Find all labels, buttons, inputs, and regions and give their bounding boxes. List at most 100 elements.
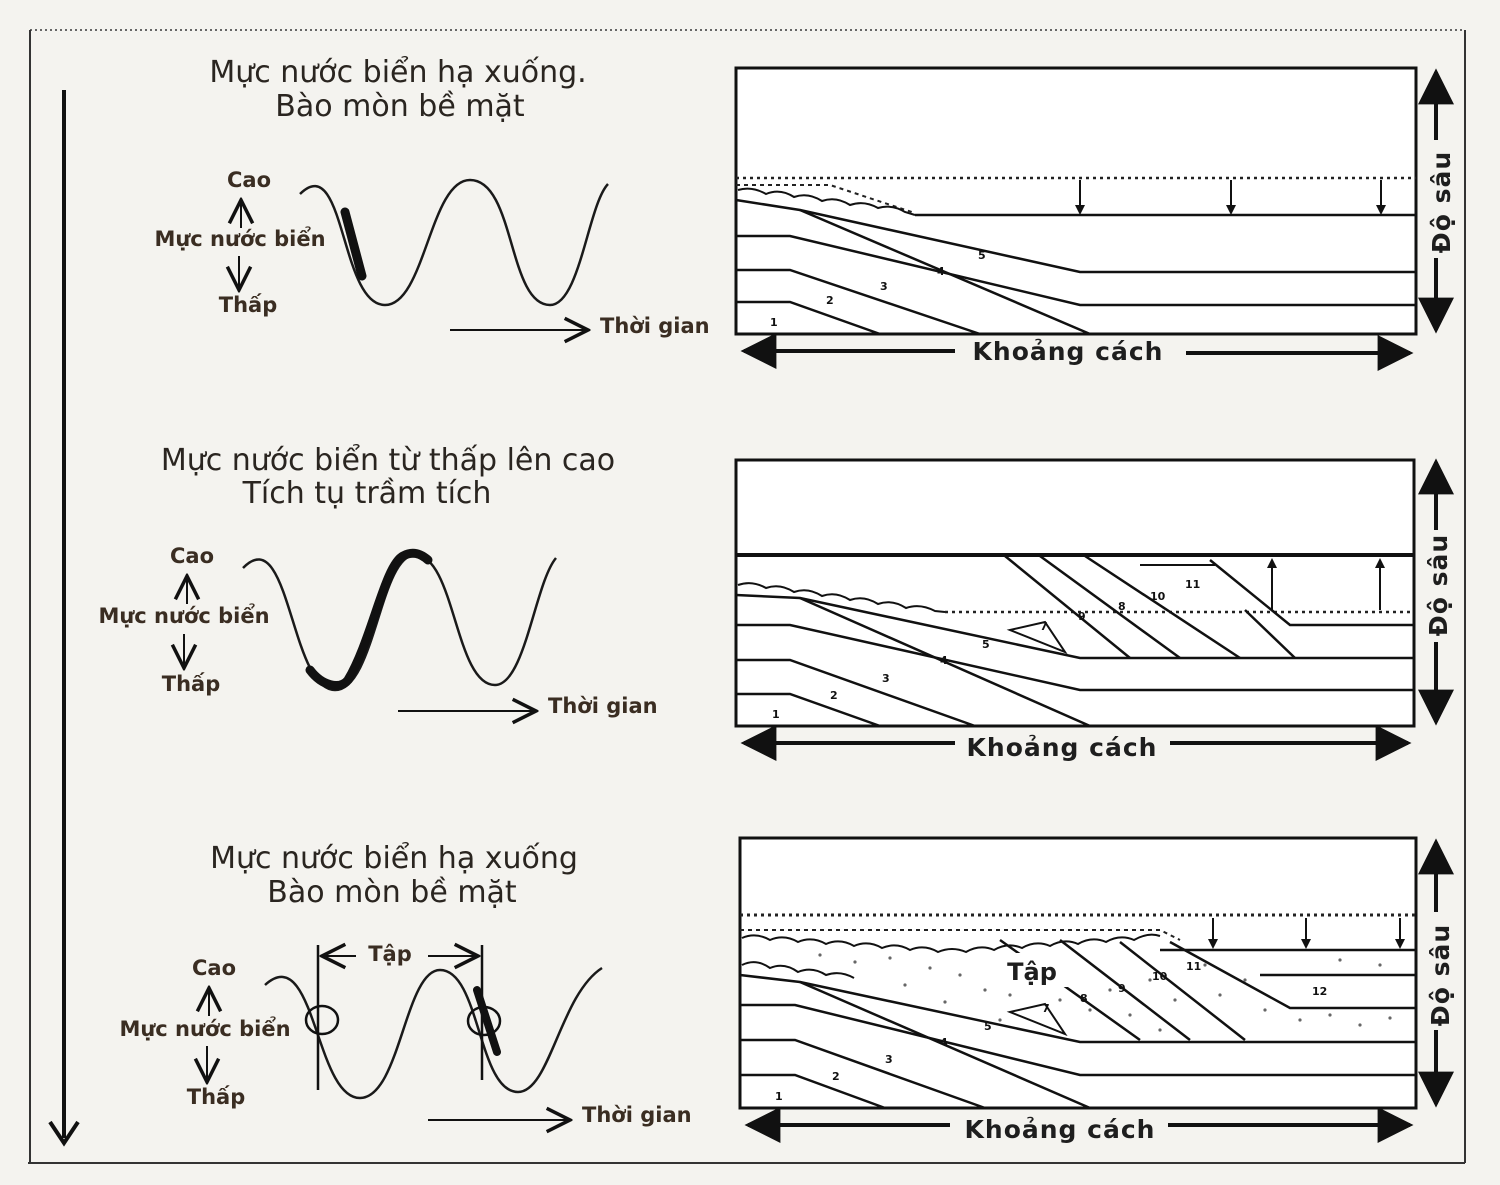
panel-2-cross-section-frame — [734, 458, 1416, 728]
panel-1-cross-section-frame — [734, 66, 1418, 336]
layer-number: 9 — [1118, 982, 1126, 995]
layer-number: 5 — [978, 249, 986, 262]
panel-3-wedge — [1006, 1002, 1068, 1037]
panel-1-old-shoreline — [736, 184, 916, 214]
panel-1-label-time: Thời gian — [600, 314, 710, 338]
panel-2-label-sea-level: Mực nước biển — [98, 603, 269, 628]
panel-3-layer-boundary — [1169, 940, 1416, 1010]
layer-number: 11 — [1186, 960, 1201, 973]
panel-3-label-sequence-section: Tập — [1007, 958, 1057, 986]
layer-number: 4 — [937, 265, 945, 278]
panel-2-title-line2: Tích tụ trầm tích — [242, 476, 492, 511]
panel-3-layer-boundary — [740, 1073, 886, 1110]
panel-3-label-sea-level: Mực nước biển — [119, 1016, 290, 1041]
panel-3: Mực nước biển hạ xuống Bào mòn bề mặt Ca… — [119, 836, 1455, 1144]
panel-3-label-high: Cao — [192, 956, 236, 980]
panel-2-layer-boundary — [1004, 555, 1131, 659]
panel-2-layer-boundary — [1209, 559, 1414, 627]
layer-number: 1 — [775, 1090, 783, 1103]
panel-1-sea-level-curve — [299, 178, 609, 307]
panel-2-layer-boundary — [736, 658, 976, 728]
panel-1-label-low: Thấp — [219, 293, 277, 317]
layer-number: 8 — [1118, 600, 1126, 613]
panel-3-sediment-stipple — [818, 953, 1392, 1032]
panel-2-erosion-surface — [737, 582, 946, 613]
panel-3-curve-highlight — [473, 986, 501, 1056]
layer-number: 4 — [940, 1036, 948, 1049]
panel-1-label-distance: Khoảng cách — [973, 337, 1164, 366]
time-progress-arrowhead — [48, 1120, 80, 1147]
panel-1-layer-boundary — [736, 300, 881, 336]
panel-1-layer-boundary — [799, 208, 1091, 336]
panel-2-label-time: Thời gian — [548, 694, 658, 718]
panel-1-layer-boundary — [736, 234, 1416, 307]
panel-2-sea-level-curve — [242, 553, 557, 692]
layer-number: 10 — [1150, 590, 1166, 603]
panel-2-title-line1: Mực nước biển từ thấp lên cao — [161, 442, 615, 478]
panel-1-curve-highlight — [340, 207, 367, 281]
panel-3-layer-boundary — [739, 973, 1416, 1044]
panel-3-erosion-surface — [741, 961, 855, 979]
panel-1-title-line1: Mực nước biển hạ xuống. — [209, 54, 586, 90]
panel-2-layer-boundary — [735, 593, 1414, 660]
panel-3-label-distance: Khoảng cách — [965, 1115, 1156, 1144]
panel-2-label-distance: Khoảng cách — [967, 733, 1158, 762]
layer-number: 5 — [982, 638, 990, 651]
panel-3-old-shoreline — [740, 929, 1181, 941]
panel-2-layer-boundary — [1084, 554, 1241, 660]
panel-3-label-sequence: Tập — [368, 942, 412, 966]
panel-3-layer-boundary — [1059, 939, 1191, 1041]
layer-number: 2 — [826, 294, 834, 307]
panel-2-layer-boundary — [799, 596, 1091, 728]
panel-2-layer-boundary — [1244, 609, 1296, 659]
panel-1-label-high: Cao — [227, 168, 271, 192]
panel-3-sequence-label-bg — [995, 953, 1075, 987]
panel-3-erosion-surface — [741, 933, 1161, 954]
panel-3-layer-boundary — [1119, 941, 1246, 1041]
panel-2-layer-boundary — [736, 692, 881, 728]
layer-number: 7 — [1040, 620, 1048, 633]
layer-number: 9 — [1078, 610, 1086, 623]
sequence-boundary-circle — [304, 1004, 340, 1036]
panel-2-label-high: Cao — [170, 544, 214, 568]
sequence-boundary-circle — [466, 1005, 502, 1037]
panel-1-label-depth: Độ sâu — [1427, 151, 1456, 253]
layer-number: 2 — [830, 689, 838, 702]
panel-1-title-line2: Bào mòn bề mặt — [275, 89, 525, 124]
layer-number: 5 — [984, 1020, 992, 1033]
panel-2-wedge — [1006, 620, 1068, 655]
panel-2: Mực nước biển từ thấp lên cao Tích tụ tr… — [98, 442, 1454, 762]
layer-number: 3 — [882, 672, 890, 685]
panel-3-label-depth: Độ sâu — [1426, 924, 1455, 1026]
layer-number: 11 — [1185, 578, 1200, 591]
panel-1-label-sea-level: Mực nước biển — [154, 226, 325, 251]
panel-1-layer-top — [735, 198, 1416, 274]
panel-3-label-time: Thời gian — [582, 1103, 692, 1127]
panel-2-label-depth: Độ sâu — [1424, 534, 1453, 636]
panel-1: Mực nước biển hạ xuống. Bào mòn bề mặt C… — [154, 54, 1456, 371]
panel-3-title-line1: Mực nước biển hạ xuống — [210, 840, 578, 876]
layer-number: 3 — [880, 280, 888, 293]
layer-number: 4 — [940, 654, 948, 667]
panel-1-erosion-surface — [737, 187, 916, 216]
panel-2-layer-boundary — [1039, 554, 1181, 660]
layer-number: 7 — [1042, 1002, 1050, 1015]
layer-number: 1 — [772, 708, 780, 721]
panel-3-label-low: Thấp — [187, 1085, 245, 1109]
panel-3-cross-section-frame — [738, 836, 1418, 1110]
panel-3-layer-boundary — [740, 1038, 986, 1110]
panel-3-title-line2: Bào mòn bề mặt — [267, 875, 517, 910]
layer-number: 8 — [1080, 992, 1088, 1005]
layer-number: 1 — [770, 316, 778, 329]
panel-3-layer-boundary — [799, 980, 1091, 1110]
panel-1-layer-boundary — [736, 268, 981, 336]
panel-3-layer-boundary — [740, 1003, 1416, 1077]
panel-3-sea-level-curve — [264, 966, 603, 1100]
layer-number: 3 — [885, 1053, 893, 1066]
layer-number: 12 — [1312, 985, 1327, 998]
layer-number: 10 — [1152, 970, 1168, 983]
panel-2-curve-highlight — [305, 548, 433, 690]
panel-2-label-low: Thấp — [162, 672, 220, 696]
layer-number: 2 — [832, 1070, 840, 1083]
